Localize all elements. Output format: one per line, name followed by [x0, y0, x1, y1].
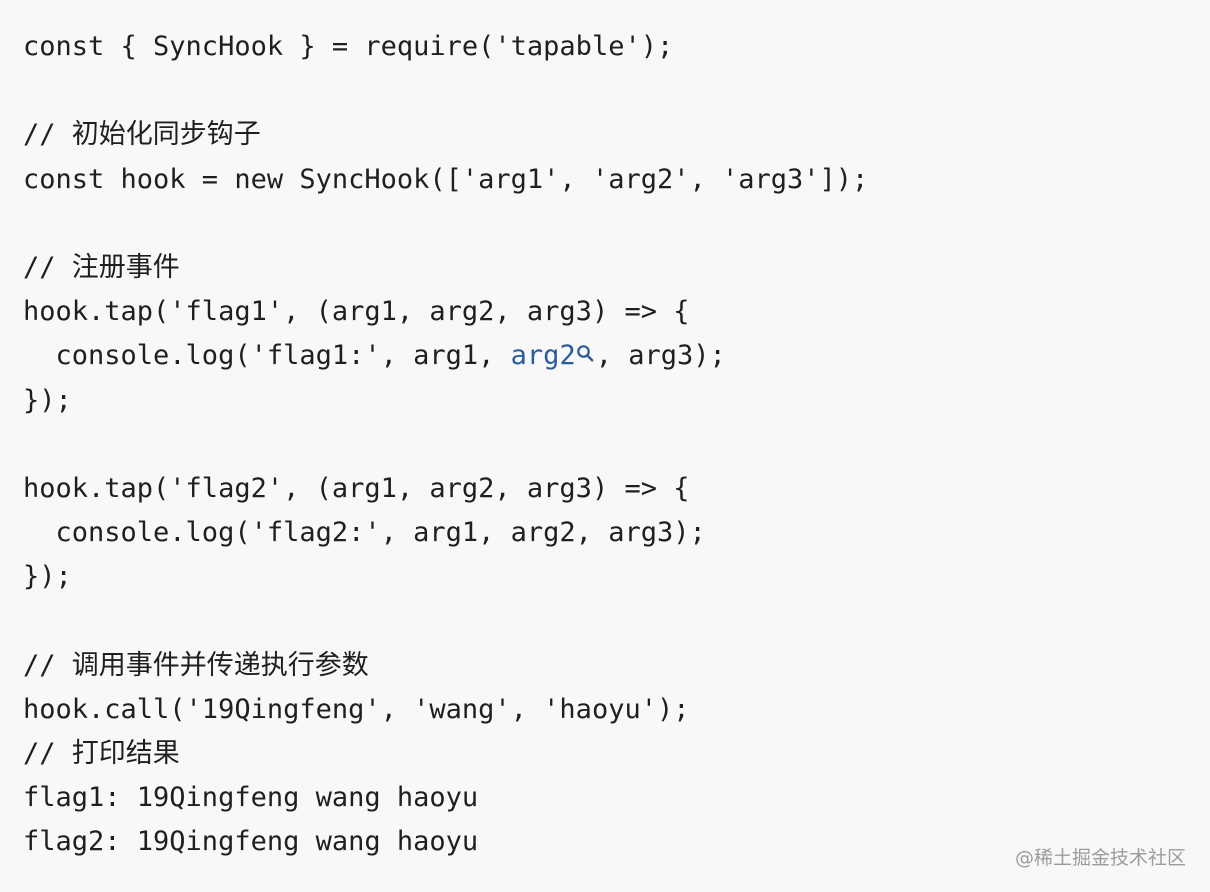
code-line-15: // 调用事件并传递执行参数 — [23, 644, 1210, 688]
code-line-5 — [23, 202, 1210, 246]
code-text: }); — [23, 561, 72, 593]
search-icon — [576, 345, 594, 362]
code-line-9: }); — [23, 379, 1210, 423]
output-text: flag1: 19Qingfeng wang haoyu — [23, 782, 479, 814]
code-line-6: // 注册事件 — [23, 246, 1210, 290]
code-text: const { SyncHook } = require('tapable'); — [23, 31, 674, 62]
code-text: hook.tap('flag1', (arg1, arg2, arg3) => … — [23, 296, 690, 328]
code-text: hook.call('19Qingfeng', 'wang', 'haoyu')… — [23, 693, 690, 725]
code-line-4: const hook = new SyncHook(['arg1', 'arg2… — [23, 158, 1210, 202]
code-comment: // 调用事件并传递执行参数 — [23, 649, 369, 681]
code-line-7: hook.tap('flag1', (arg1, arg2, arg3) => … — [23, 290, 1210, 334]
code-text: const hook = new SyncHook(['arg1', 'arg2… — [23, 163, 869, 195]
code-text: }); — [23, 384, 72, 416]
code-text: , arg3); — [595, 340, 726, 372]
code-search-link[interactable]: arg2 — [511, 340, 596, 371]
code-line-2 — [23, 69, 1210, 113]
code-line-13: }); — [23, 555, 1210, 599]
code-line-8: console.log('flag1:', arg1, arg2 , arg3); — [23, 334, 1210, 378]
code-text: console.log('flag2:', arg1, arg2, arg3); — [23, 517, 706, 549]
code-line-1: const { SyncHook } = require('tapable'); — [23, 25, 1210, 69]
code-comment: // 初始化同步钩子 — [23, 119, 261, 151]
code-line-14 — [23, 599, 1210, 643]
code-comment: // 注册事件 — [23, 251, 180, 283]
code-search-link-label: arg2 — [510, 340, 576, 372]
code-text: console.log('flag1:', arg1, — [23, 340, 511, 372]
code-line-19: flag2: 19Qingfeng wang haoyu — [23, 820, 1210, 864]
code-text: hook.tap('flag2', (arg1, arg2, arg3) => … — [23, 472, 690, 504]
code-line-18: flag1: 19Qingfeng wang haoyu — [23, 776, 1210, 820]
code-line-17: // 打印结果 — [23, 732, 1210, 776]
code-line-16: hook.call('19Qingfeng', 'wang', 'haoyu')… — [23, 688, 1210, 732]
watermark: @稀土掘金技术社区 — [1014, 847, 1186, 869]
code-line-12: console.log('flag2:', arg1, arg2, arg3); — [23, 511, 1210, 555]
code-comment: // 打印结果 — [23, 738, 180, 769]
code-line-10 — [23, 423, 1210, 467]
output-text: flag2: 19Qingfeng wang haoyu — [23, 826, 479, 858]
code-line-11: hook.tap('flag2', (arg1, arg2, arg3) => … — [23, 467, 1210, 511]
code-line-3: // 初始化同步钩子 — [23, 113, 1210, 157]
